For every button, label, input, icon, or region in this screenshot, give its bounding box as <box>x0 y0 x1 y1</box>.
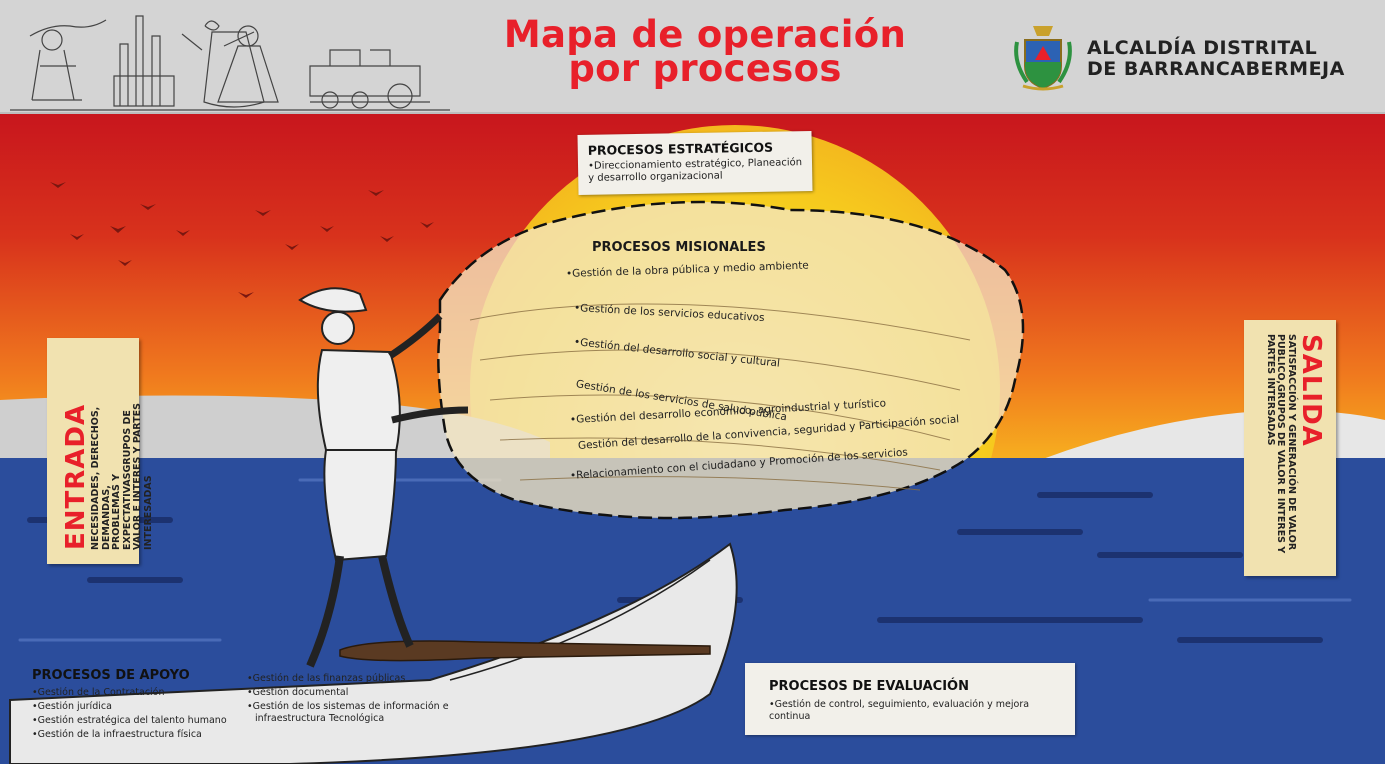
output-text-line-2: PUBLICO,GRUPOS DE VALOR E INTERES Y <box>1275 334 1287 554</box>
support-process-item: Gestión de las finanzas públicas <box>247 672 452 686</box>
organization-name: ALCALDÍA DISTRITAL DE BARRANCABERMEJA <box>1087 38 1345 80</box>
page-title: Mapa de operación por procesos <box>470 13 940 90</box>
support-process-item: Gestión documental <box>247 686 452 700</box>
evaluation-processes-title: PROCESOS DE EVALUACIÓN <box>769 679 969 694</box>
strategic-process-item: Direccionamiento estratégico, Planeación… <box>588 157 806 185</box>
evaluation-processes-card: PROCESOS DE EVALUACIÓN Gestión de contro… <box>745 663 1075 735</box>
fisherman-illustration <box>298 287 469 668</box>
output-title: SALIDA <box>1296 334 1326 447</box>
coat-of-arms-icon <box>1014 26 1072 91</box>
header-banner: Mapa de operación por procesos ALCALDÍA … <box>0 0 1385 114</box>
org-line-2: DE BARRANCABERMEJA <box>1087 58 1345 80</box>
support-process-item: Gestión de los sistemas de información e <box>247 700 452 714</box>
strategic-processes-card: PROCESOS ESTRATÉGICOS Direccionamiento e… <box>577 130 813 196</box>
support-process-item: Gestión de la Contratación <box>32 686 237 700</box>
city-collage-illustration <box>10 15 450 111</box>
input-text-line-2: PROBLEMAS Y EXPECTATIVASGRUPOS DE <box>111 410 133 550</box>
input-text-line-3: VALOR E INTERES Y PARTES INTERESADAS <box>132 402 154 550</box>
input-note: ENTRADA NECESIDADES, DERECHOS, DEMANDAS,… <box>47 338 154 564</box>
support-process-item: Gestión jurídica <box>32 700 237 714</box>
support-process-item: infraestructura Tecnológica <box>255 713 385 724</box>
birds-icon <box>50 182 434 298</box>
title-line-2: por procesos <box>568 47 842 90</box>
output-text-line-1: SATISFACCIÓN Y GENERACIÓN DE VALOR <box>1286 334 1297 551</box>
input-text-line-1: NECESIDADES, DERECHOS, DEMANDAS, <box>90 406 112 550</box>
support-processes-title: PROCESOS DE APOYO <box>32 668 190 683</box>
support-process-item: Gestión estratégica del talento humano <box>32 714 237 728</box>
input-title: ENTRADA <box>61 403 91 550</box>
mission-processes-title: PROCESOS MISIONALES <box>592 240 766 255</box>
strategic-processes-title: PROCESOS ESTRATÉGICOS <box>587 139 774 158</box>
evaluation-process-item: Gestión de control, seguimiento, evaluac… <box>769 699 1063 723</box>
output-text-line-3: PARTES INTERSADAS <box>1265 334 1276 446</box>
title-line-1: Mapa de operación <box>503 13 907 56</box>
output-note: SALIDA SATISFACCIÓN Y GENERACIÓN DE VALO… <box>1244 320 1336 576</box>
support-process-item: Gestión de la infraestructura física <box>32 728 237 742</box>
support-processes: PROCESOS DE APOYO Gestión de la Contrata… <box>32 668 452 742</box>
org-line-1: ALCALDÍA DISTRITAL <box>1087 37 1318 59</box>
